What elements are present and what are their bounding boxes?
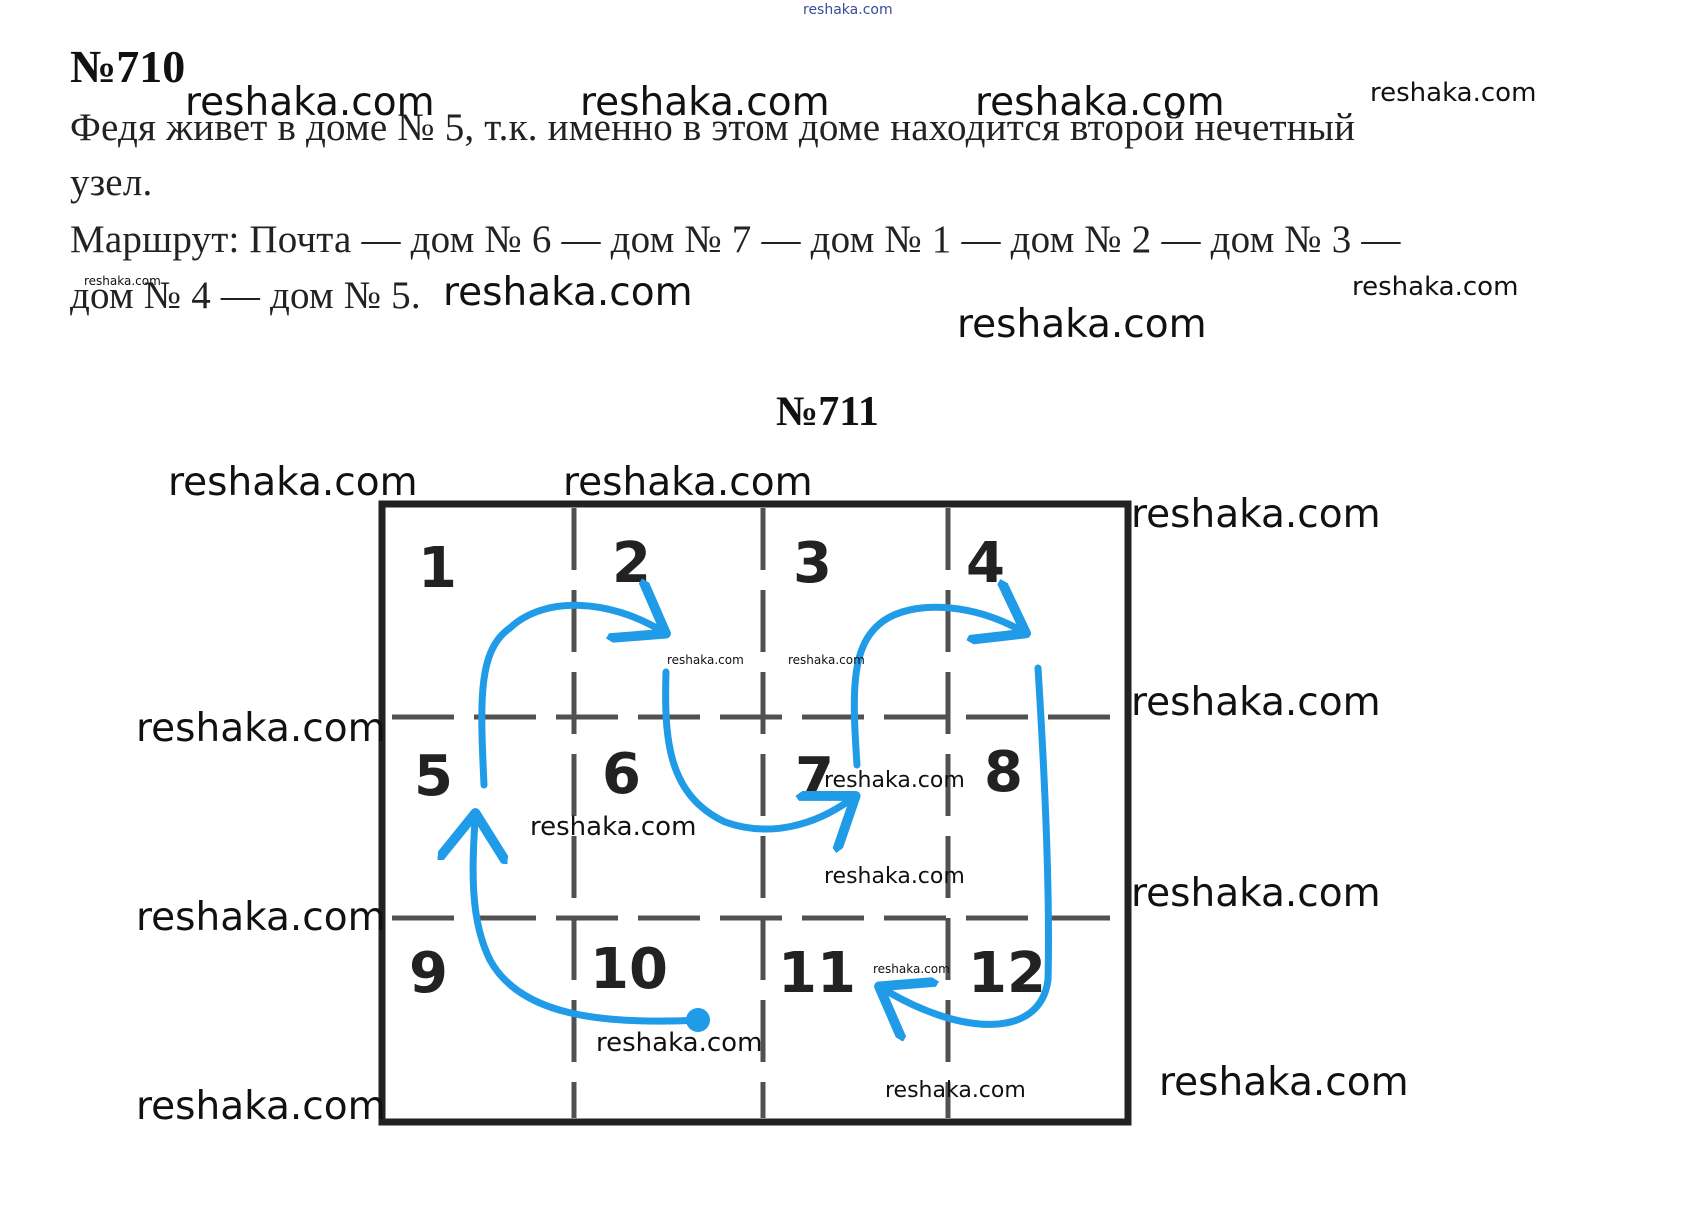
watermark: reshaka.com: [885, 1078, 1026, 1103]
cell-number-10: 10: [590, 937, 668, 1002]
task-710-heading: №710: [70, 41, 186, 92]
watermark: reshaka.com: [580, 80, 830, 125]
watermark: reshaka.com: [563, 460, 813, 505]
grid-lines: [392, 508, 1124, 1118]
watermark: reshaka.com: [1352, 272, 1519, 302]
watermark: reshaka.com: [136, 895, 386, 940]
watermark: reshaka.com: [136, 706, 386, 751]
route-arrows: [473, 605, 1052, 1025]
watermark: reshaka.com: [1131, 492, 1381, 537]
cell-number-11: 11: [778, 941, 856, 1006]
cell-number-5: 5: [414, 744, 453, 809]
cell-number-2: 2: [612, 531, 651, 596]
watermark: reshaka.com: [1131, 680, 1381, 725]
task-710-line-1: Федя живет в доме № 5, т.к. именно в это…: [70, 106, 1356, 149]
watermark: reshaka.com: [185, 80, 435, 125]
watermark: reshaka.com: [136, 1084, 386, 1129]
cell-number-8: 8: [984, 740, 1023, 805]
cell-number-3: 3: [793, 531, 832, 596]
cell-number-12: 12: [968, 941, 1046, 1006]
watermark: reshaka.com: [1370, 78, 1537, 108]
cell-number-6: 6: [602, 742, 641, 807]
watermark: reshaka.com: [824, 768, 965, 793]
watermark: reshaka.com: [443, 270, 693, 315]
watermark: reshaka.com: [957, 302, 1207, 347]
watermark: reshaka.com: [530, 812, 697, 842]
cell-number-4: 4: [966, 531, 1005, 596]
task-710-line-4: дом № 4 — дом № 5.: [70, 274, 421, 317]
watermark: reshaka.com: [168, 460, 418, 505]
route-arrow-5-to-2: [478, 605, 660, 789]
route-arrow-8-to-11: [885, 664, 1052, 1024]
cell-number-1: 1: [418, 536, 457, 601]
watermark: reshaka.com: [84, 274, 161, 288]
watermark: reshaka.com: [1159, 1060, 1409, 1105]
route-arrow-6-to-7: [662, 668, 850, 829]
route-arrow-7-to-4: [850, 607, 1020, 769]
watermark: reshaka.com: [667, 653, 744, 667]
watermark: reshaka.com: [788, 653, 865, 667]
task-710-line-3: Маршрут: Почта — дом № 6 — дом № 7 — дом…: [70, 218, 1401, 261]
top-watermark: reshaka.com: [803, 2, 893, 18]
watermark: reshaka.com: [873, 962, 950, 976]
watermark: reshaka.com: [824, 864, 965, 889]
watermark: reshaka.com: [596, 1028, 763, 1058]
task-710-line-2: узел.: [70, 161, 153, 204]
task-711-heading: №711: [776, 389, 879, 435]
watermark: reshaka.com: [975, 80, 1225, 125]
route-start-dot: [686, 1008, 710, 1032]
route-arrow-10-to-5: [473, 820, 704, 1025]
cell-number-9: 9: [409, 941, 448, 1006]
grid-frame: [378, 500, 1132, 1126]
watermark: reshaka.com: [1131, 871, 1381, 916]
